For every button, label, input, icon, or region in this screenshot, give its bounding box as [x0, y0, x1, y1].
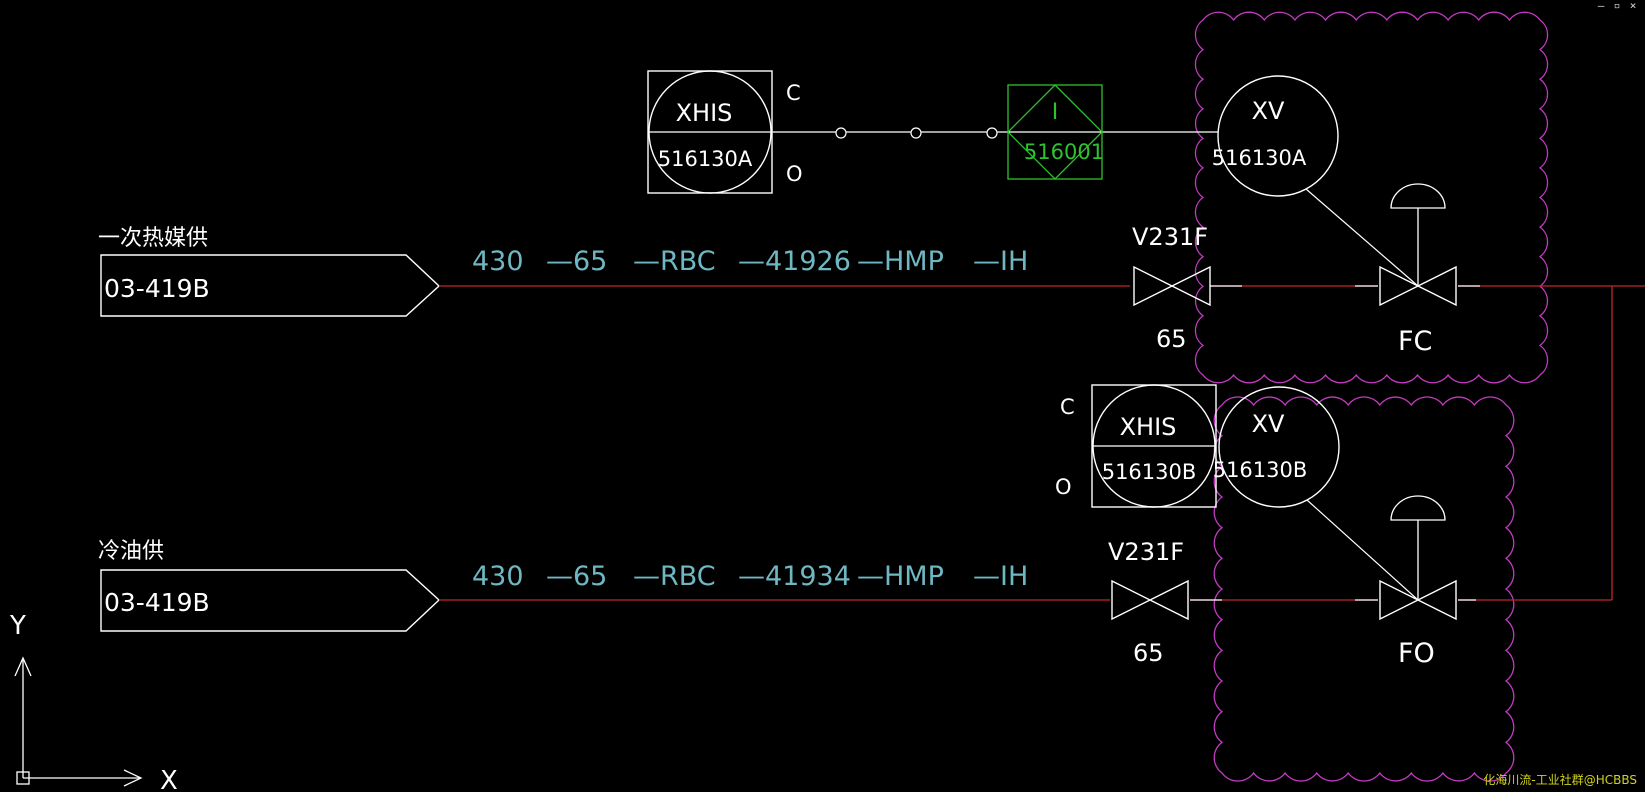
- line-2-signal-to-valve: [1306, 499, 1419, 601]
- revision-cloud-upper: [1194, 11, 1549, 384]
- line-2-diaphragm-actuator[interactable]: [1390, 495, 1446, 521]
- watermark-text: 化海川流-工业社群@HCBBS: [1483, 773, 1637, 787]
- line-2-offpage-connector[interactable]: [100, 569, 441, 632]
- line-2-xhis-letters: XHIS: [1120, 413, 1177, 441]
- pipe-spec-segment: —41934: [738, 561, 851, 592]
- software-link-dot: [910, 127, 922, 139]
- line-1-pipe-spec: 430 —65 —RBC —41926 —HMP —IH: [472, 246, 1028, 277]
- restore-icon[interactable]: ▫: [1613, 0, 1621, 12]
- line-2-group: 冷油供 03-419B 430 —65 —RBC —41934 —HMP —IH…: [98, 286, 1613, 669]
- pipe-spec-segment: —65: [546, 246, 607, 277]
- line-2-fail-action: FO: [1398, 638, 1435, 669]
- pipe-spec-segment: —RBC: [633, 246, 716, 277]
- line-1-xv-letters: XV: [1252, 97, 1285, 125]
- ucs-y-label: Y: [9, 611, 26, 641]
- close-icon[interactable]: ×: [1629, 0, 1637, 12]
- line-1-manual-valve-tag: V231F: [1132, 223, 1208, 251]
- line-1-service-name: 一次热媒供: [98, 226, 208, 251]
- pipe-spec-segment: —HMP: [857, 561, 944, 592]
- line-2-xv-bubble[interactable]: [1218, 386, 1340, 508]
- pipe-spec-segment: —65: [546, 561, 607, 592]
- line-1-xhis-letters: XHIS: [676, 99, 733, 127]
- line-2-manual-valve-size: 65: [1133, 639, 1164, 667]
- line-1-interlock-letter: I: [1052, 100, 1059, 125]
- line-1-xv-number: 516130A: [1212, 146, 1307, 170]
- line-1-fail-action: FC: [1398, 326, 1432, 357]
- line-2-xhis-number: 516130B: [1102, 460, 1197, 484]
- ucs-icon[interactable]: Y X: [9, 611, 178, 792]
- line-1-manual-valve-size: 65: [1156, 325, 1187, 353]
- line-2-xhis-close-label: C: [1060, 395, 1075, 419]
- line-1-from-tag: 03-419B: [104, 274, 210, 303]
- line-2-manual-valve-tag: V231F: [1108, 538, 1184, 566]
- line-2-service-name: 冷油供: [98, 539, 164, 564]
- line-2-xv-letters: XV: [1252, 410, 1285, 438]
- line-2-from-tag: 03-419B: [104, 588, 210, 617]
- pipe-spec-segment: 430: [472, 561, 524, 592]
- line-2-xv-number: 516130B: [1213, 458, 1308, 482]
- revision-cloud-lower: [1213, 396, 1515, 782]
- line-1-offpage-connector[interactable]: [100, 254, 441, 317]
- pipe-spec-segment: —RBC: [633, 561, 716, 592]
- line-1-interlock-number: 516001: [1024, 140, 1104, 164]
- line-1-interlock[interactable]: I 516001: [1007, 84, 1104, 180]
- line-1-xhis-close-label: C: [786, 81, 801, 105]
- pipe-spec-segment: —41926: [738, 246, 851, 277]
- software-link-dot: [986, 127, 998, 139]
- line-1-group: 一次热媒供 03-419B 430 —65 —RBC —41926 —HMP —…: [98, 70, 1645, 357]
- line-1-signal-to-valve: [1305, 188, 1419, 287]
- pipe-spec-segment: —IH: [973, 561, 1028, 592]
- window-controls: – ▫ ×: [1595, 0, 1639, 12]
- ucs-x-label: X: [160, 766, 178, 792]
- line-1-xv-bubble[interactable]: [1217, 75, 1339, 197]
- software-link-dot: [835, 127, 847, 139]
- pipe-spec-segment: —IH: [973, 246, 1028, 277]
- line-1-xhis-open-label: O: [786, 162, 803, 186]
- line-2-manual-valve[interactable]: [1111, 580, 1189, 620]
- minimize-icon[interactable]: –: [1597, 0, 1605, 12]
- pipe-spec-segment: —HMP: [857, 246, 944, 277]
- line-1-xhis-number: 516130A: [658, 147, 753, 171]
- line-1-manual-valve[interactable]: [1133, 266, 1211, 306]
- line-2-pipe-spec: 430 —65 —RBC —41934 —HMP —IH: [472, 561, 1028, 592]
- pipe-spec-segment: 430: [472, 246, 524, 277]
- line-1-diaphragm-actuator[interactable]: [1390, 183, 1446, 209]
- line-2-xhis-open-label: O: [1055, 475, 1072, 499]
